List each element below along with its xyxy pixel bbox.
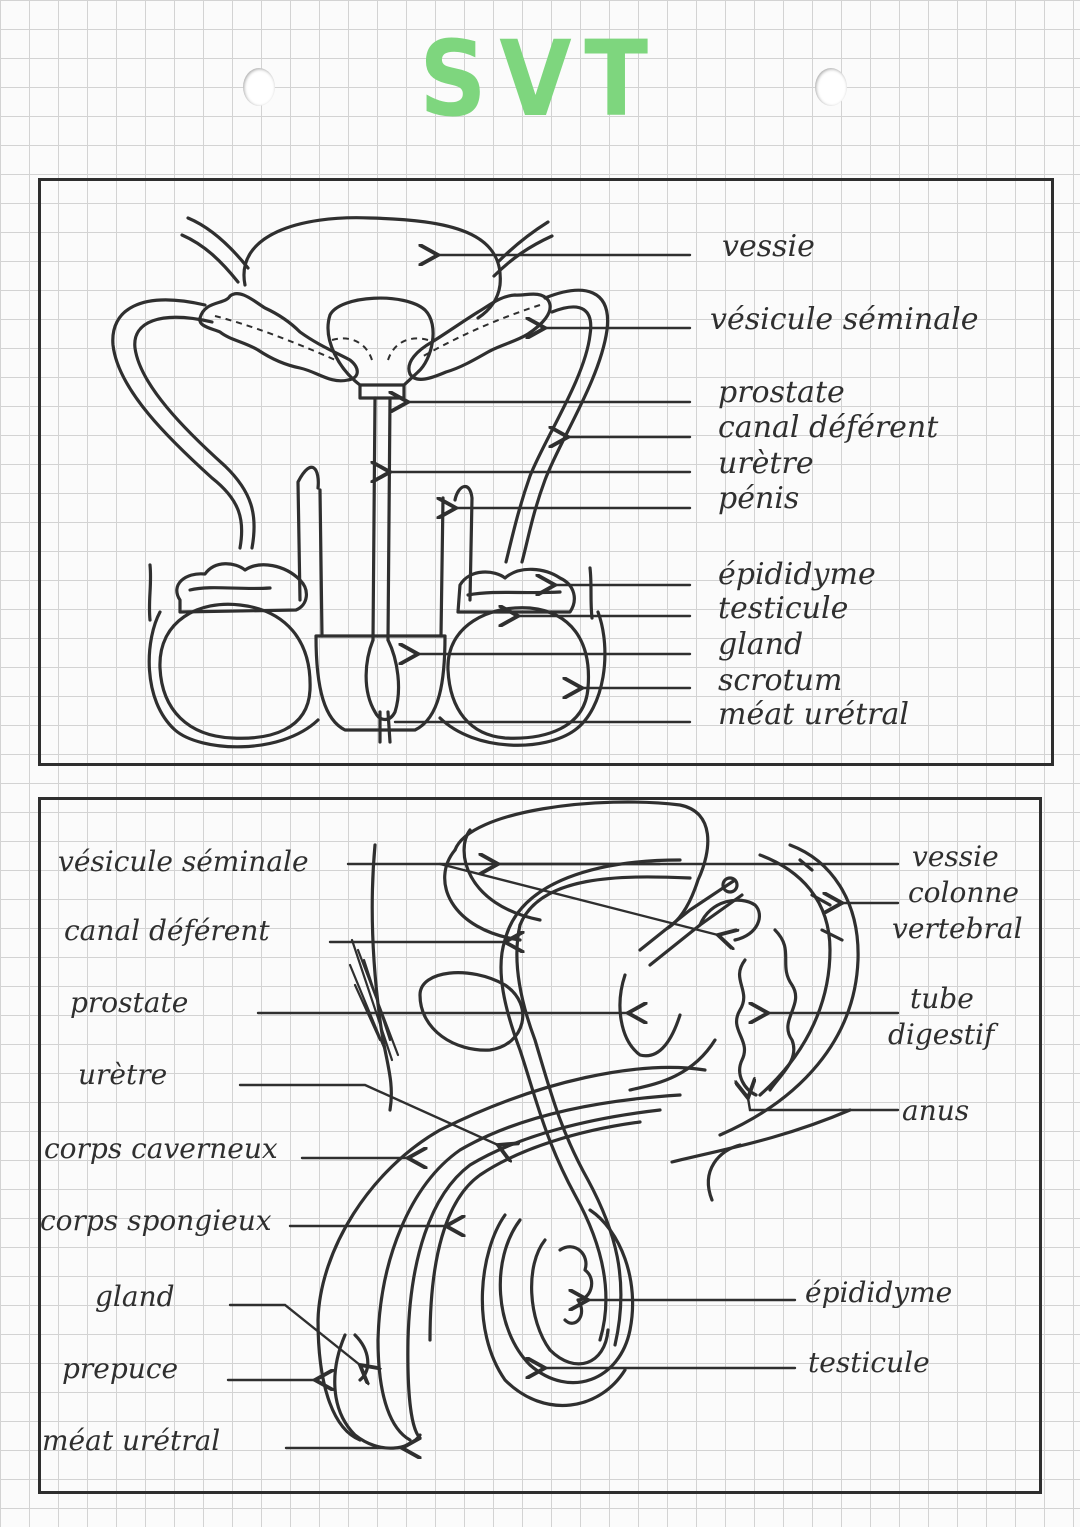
label-penis: pénis	[718, 481, 800, 516]
ureter-left-2	[180, 233, 240, 284]
side-label-canal-deferent: canal déférent	[64, 914, 270, 947]
testicle-right	[446, 606, 591, 740]
side-label-prostate: prostate	[70, 986, 189, 1019]
side-label-meat-uretral: méat urétral	[42, 1424, 221, 1457]
label-prostate: prostate	[718, 375, 845, 410]
prostate-shape	[326, 296, 435, 387]
label-gland: gland	[718, 627, 804, 662]
side-label-corps-caverneux: corps caverneux	[44, 1132, 278, 1165]
body-outline-left	[370, 843, 393, 1112]
side-label-vertebral: vertebral	[892, 912, 1023, 945]
seminal-vesicle-left	[198, 292, 359, 383]
testicle-left	[158, 602, 312, 740]
vas-deferens-side	[499, 938, 608, 1342]
side-label-vesicule-seminale: vésicule séminale	[58, 845, 309, 878]
page-title: SVT	[419, 18, 661, 140]
ureter-right	[496, 220, 550, 264]
ureter-right-2	[492, 234, 554, 278]
side-label-tube: tube	[910, 982, 974, 1015]
label-scrotum: scrotum	[718, 663, 843, 698]
side-label-vessie: vessie	[912, 840, 999, 873]
label-vesicule-seminale: vésicule séminale	[710, 302, 979, 337]
side-label-corps-spongieux: corps spongieux	[40, 1204, 272, 1237]
side-label-uretre: urètre	[78, 1058, 168, 1091]
side-label-gland: gland	[95, 1280, 175, 1313]
binder-hole-right	[815, 68, 847, 106]
seminal-vesicle-right	[407, 292, 552, 381]
label-testicule: testicule	[718, 591, 849, 626]
label-vessie: vessie	[722, 229, 815, 264]
epididymis-side	[558, 1245, 594, 1325]
glans-front	[314, 634, 447, 732]
side-label-anus: anus	[902, 1094, 970, 1127]
front-view-drawing	[111, 216, 692, 749]
bladder-shape	[242, 216, 502, 320]
spine-rectum	[758, 853, 832, 1097]
label-uretre: urètre	[718, 446, 814, 481]
epididymis-left	[175, 562, 308, 614]
testicle-side	[480, 1213, 627, 1407]
side-label-epididyme: épididyme	[805, 1276, 953, 1309]
label-meat-uretral: méat urétral	[718, 697, 909, 732]
penis-shaft	[296, 465, 320, 602]
digestive-tube-side	[734, 958, 758, 1097]
label-epididyme: épididyme	[718, 557, 876, 592]
urethra-front	[371, 396, 377, 642]
side-label-colonne: colonne	[908, 876, 1019, 909]
side-label-testicule: testicule	[808, 1346, 930, 1379]
side-label-prepuce: prepuce	[62, 1352, 179, 1385]
bladder-side	[453, 800, 710, 930]
front-view-panel	[38, 178, 1054, 766]
prostate-side	[618, 973, 682, 1058]
epididymis-right	[456, 567, 576, 614]
ureter-left	[186, 216, 250, 270]
side-label-digestif: digestif	[888, 1018, 995, 1051]
binder-hole-left	[243, 68, 275, 106]
scrotum-right	[588, 566, 594, 620]
vas-deferens-left	[111, 298, 244, 550]
pubic-bone	[418, 971, 525, 1052]
side-view-panel	[38, 797, 1042, 1494]
scrotum-side	[498, 1208, 635, 1385]
scrotum-left	[147, 563, 153, 622]
label-canal-deferent: canal déférent	[718, 410, 939, 445]
pubic-hair	[348, 938, 400, 1062]
side-view-drawing	[226, 800, 900, 1448]
